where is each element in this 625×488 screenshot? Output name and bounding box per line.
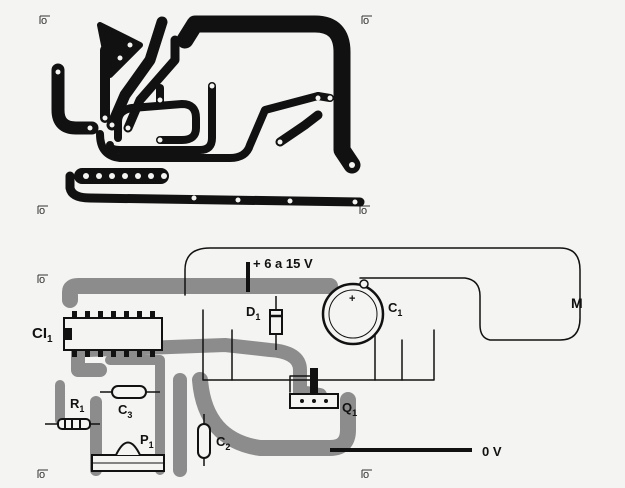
- copper-pattern: [51, 15, 365, 207]
- d1-label: D1: [246, 304, 260, 322]
- supply-terminal: + 6 a 15 V: [246, 256, 313, 292]
- registration-mark: o: [37, 205, 48, 217]
- copper-trace: [114, 100, 200, 144]
- copper-trace: [123, 35, 180, 133]
- copper-trace: [106, 82, 216, 154]
- c1-capacitor: + C1: [321, 279, 402, 346]
- registration-marks: o o o o o o o: [37, 15, 372, 481]
- svg-text:o: o: [39, 205, 45, 217]
- copper-trace: [65, 171, 365, 207]
- c3-label: C3: [118, 402, 132, 420]
- q1-transistor: Q1: [289, 368, 357, 418]
- svg-text:o: o: [39, 274, 45, 286]
- copper-trace: [51, 63, 99, 135]
- motor-label: M: [571, 295, 583, 311]
- copper-trace: [275, 110, 323, 147]
- c3-capacitor: C3: [100, 385, 160, 420]
- ci1-label: CI1: [32, 325, 53, 345]
- component-side-traces: [55, 278, 356, 477]
- c1-polarity: +: [349, 293, 355, 305]
- svg-text:o: o: [361, 205, 367, 217]
- r1-resistor: R1: [45, 396, 100, 430]
- q1-label: Q1: [342, 400, 357, 418]
- ground-terminal: 0 V: [330, 444, 502, 459]
- svg-text:o: o: [39, 469, 45, 481]
- copper-pad-strip: [74, 168, 169, 184]
- registration-mark: o: [359, 205, 370, 217]
- copper-trace: [176, 15, 361, 174]
- registration-mark: o: [37, 274, 48, 286]
- c2-capacitor: C2: [197, 414, 230, 466]
- registration-mark: o: [361, 15, 372, 27]
- svg-text:o: o: [363, 15, 369, 27]
- supply-voltage-label: + 6 a 15 V: [253, 256, 313, 271]
- p1-label: P1: [140, 432, 154, 450]
- wires: [184, 247, 581, 393]
- registration-mark: o: [39, 15, 50, 27]
- d1-diode: D1: [246, 296, 283, 350]
- registration-mark: o: [37, 469, 48, 481]
- copper-trace: [96, 92, 322, 162]
- c2-label: C2: [216, 434, 230, 452]
- copper-holes: [55, 42, 358, 205]
- ground-label: 0 V: [482, 444, 502, 459]
- r1-label: R1: [70, 396, 84, 414]
- registration-mark: o: [361, 469, 372, 481]
- ci1-ic: CI1: [32, 311, 163, 357]
- p1-potentiometer: P1: [91, 432, 165, 472]
- svg-text:o: o: [363, 469, 369, 481]
- c1-label: C1: [388, 300, 402, 318]
- svg-text:o: o: [41, 15, 47, 27]
